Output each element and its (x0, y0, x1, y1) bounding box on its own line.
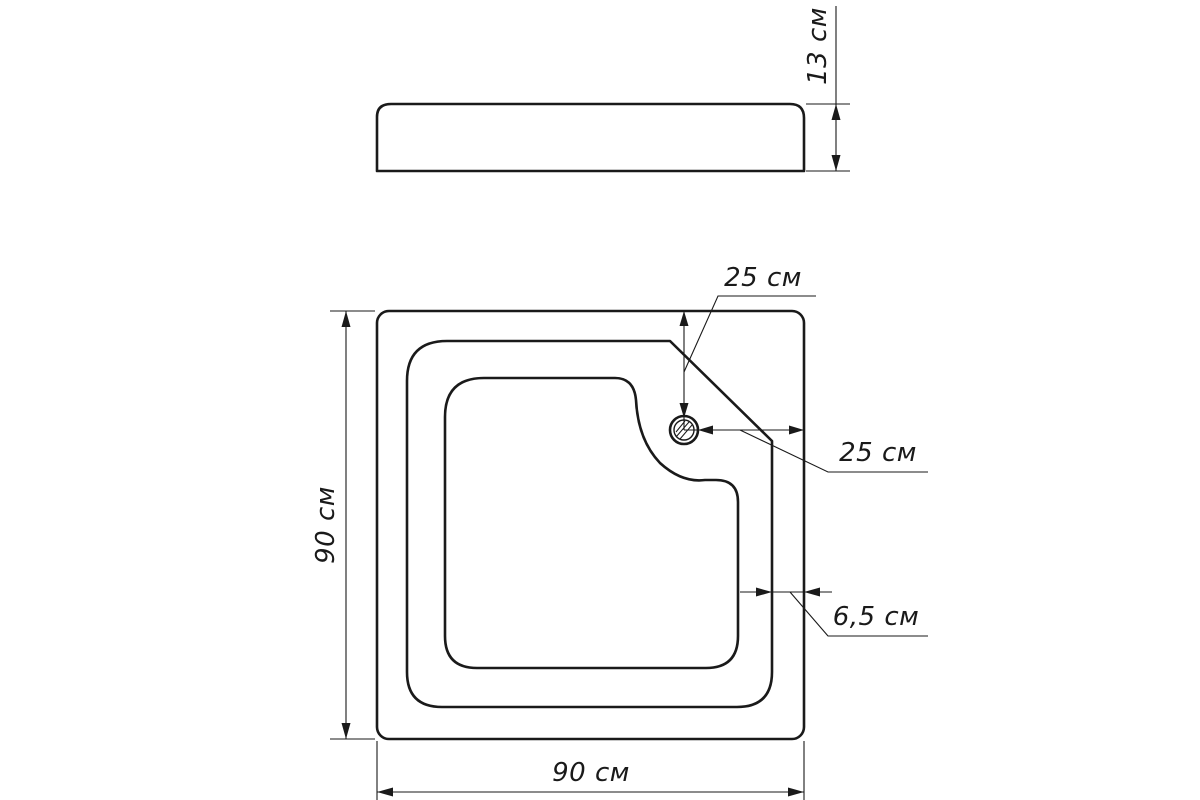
tray-rim-inner-edge (405, 339, 774, 709)
depth-arrow-bottom (341, 723, 351, 739)
side-view: 13 см (375, 6, 850, 173)
depth-arrow-top (341, 311, 351, 327)
drain-hatch (675, 421, 690, 438)
height-label: 13 см (803, 7, 833, 85)
drain-hatch (679, 424, 693, 440)
top-view: 90 см 90 см 25 см 25 см 6,5 см (311, 263, 928, 800)
height-arrow-bottom (831, 155, 841, 171)
drain-right-label: 25 см (839, 438, 917, 468)
tray-side-profile (375, 102, 806, 173)
drain-top-arrow-upper (679, 311, 689, 326)
drain-right-arrow-left (698, 425, 713, 435)
rim-arrow-left (756, 587, 772, 597)
drain-top-leader (683, 295, 816, 373)
drain-top-arrow-lower (679, 403, 689, 418)
tray-basin-floor (443, 376, 740, 670)
drain-right-arrow-right (789, 425, 804, 435)
width-label: 90 см (552, 758, 630, 788)
rim-label: 6,5 см (833, 602, 920, 632)
width-arrow-right (788, 787, 804, 797)
height-arrow-top (831, 104, 841, 120)
drain-top-label: 25 см (724, 263, 802, 293)
tray-outer-edge (375, 309, 806, 741)
rim-arrow-right (804, 587, 820, 597)
width-arrow-left (377, 787, 393, 797)
rim-leader (789, 591, 928, 637)
depth-label: 90 см (311, 486, 341, 564)
drain-right-leader (739, 429, 928, 473)
